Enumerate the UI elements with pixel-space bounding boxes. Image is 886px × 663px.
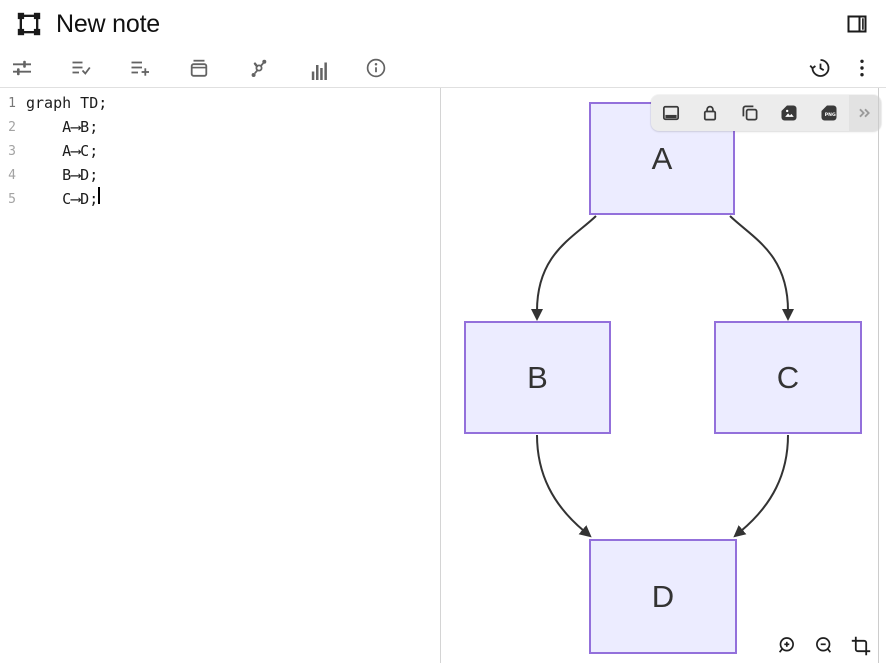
diagram-canvas[interactable]: A B C D — [441, 88, 886, 663]
code-text: B⟶D; — [26, 166, 99, 184]
content: 1 graph TD; 2 A⟶B; 3 A⟶C; 4 B⟶D; 5 C⟶D; — [0, 88, 886, 663]
code-line: 4 B⟶D; — [0, 163, 440, 187]
code-editor[interactable]: 1 graph TD; 2 A⟶B; 3 A⟶C; 4 B⟶D; 5 C⟶D; — [0, 88, 441, 663]
node-label: D — [651, 578, 675, 614]
node-label: B — [527, 359, 548, 395]
diagram-node-b: B — [464, 321, 611, 434]
png-export-icon[interactable]: PNG — [809, 95, 849, 131]
scrollbar-track[interactable] — [878, 88, 879, 663]
graph-icon[interactable] — [246, 56, 270, 80]
zoom-controls — [775, 634, 873, 658]
code-text: A⟶C; — [26, 142, 99, 160]
tune-icon[interactable] — [10, 56, 34, 80]
crop-icon[interactable] — [849, 634, 873, 658]
zoom-in-icon[interactable] — [775, 634, 799, 658]
history-icon[interactable] — [808, 56, 832, 80]
line-number: 5 — [8, 192, 16, 207]
copy-icon[interactable] — [730, 95, 770, 131]
edge-b-d — [536, 434, 592, 538]
code-line: 3 A⟶C; — [0, 139, 440, 163]
info-icon[interactable] — [364, 56, 388, 80]
lock-icon[interactable] — [691, 95, 731, 131]
node-label: A — [651, 140, 673, 176]
code-line: 1 graph TD; — [0, 91, 440, 115]
list-add-icon[interactable] — [128, 56, 152, 80]
line-number: 2 — [8, 120, 16, 135]
header: New note — [0, 0, 886, 48]
frame-select-icon[interactable] — [12, 7, 46, 41]
edge-a-b — [531, 215, 597, 321]
svg-text:PNG: PNG — [825, 112, 836, 118]
code-text: C⟶D; — [26, 190, 99, 208]
code-line: 2 A⟶B; — [0, 115, 440, 139]
diagram-node-d: D — [589, 539, 737, 654]
code-line: 5 C⟶D; — [0, 187, 440, 211]
bar-chart-icon[interactable] — [305, 56, 329, 80]
image-export-icon[interactable] — [770, 95, 810, 131]
code-text: A⟶B; — [26, 118, 99, 136]
page-title[interactable]: New note — [56, 9, 161, 38]
text-cursor — [98, 187, 101, 204]
line-number: 3 — [8, 144, 16, 159]
archive-icon[interactable] — [187, 56, 211, 80]
more-vertical-icon[interactable] — [850, 56, 874, 80]
edge-c-d — [733, 434, 789, 538]
line-number: 4 — [8, 168, 16, 183]
node-label: C — [776, 359, 800, 395]
diagram-floating-toolbar: PNG — [651, 95, 881, 131]
toolbar — [0, 48, 886, 88]
zoom-out-icon[interactable] — [812, 634, 836, 658]
expand-toolbar-icon[interactable] — [848, 95, 881, 131]
line-number: 1 — [8, 96, 16, 111]
list-check-icon[interactable] — [69, 56, 93, 80]
code-text: graph TD; — [26, 94, 108, 112]
preview-panel-icon[interactable] — [651, 95, 691, 131]
diagram-node-c: C — [714, 321, 862, 434]
edge-a-c — [729, 215, 794, 321]
panel-right-toggle-icon[interactable] — [840, 7, 874, 41]
